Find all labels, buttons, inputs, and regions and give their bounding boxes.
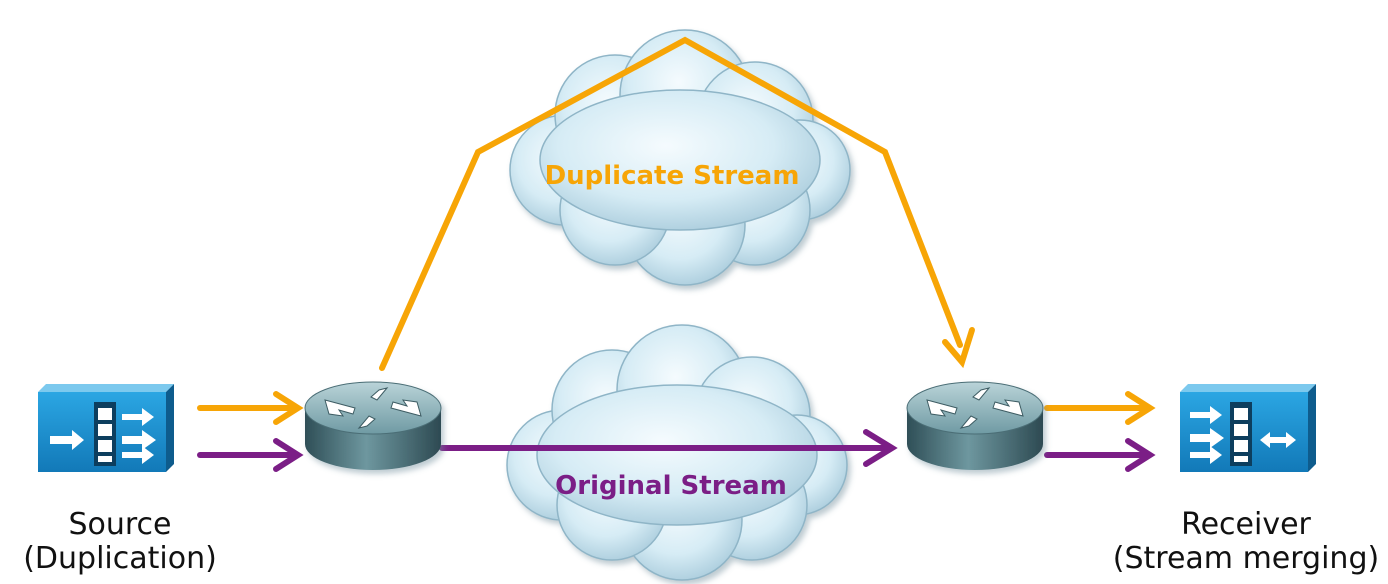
receiver-label: Receiver (Stream merging) xyxy=(1108,508,1384,576)
receiver-original-arrow xyxy=(1044,438,1156,472)
receiver-duplicate-arrow xyxy=(1044,391,1156,425)
source-duplicate-arrow xyxy=(197,391,304,425)
receiver-subtitle: (Stream merging) xyxy=(1112,541,1380,576)
receiver-title: Receiver xyxy=(1181,507,1311,542)
router-icon xyxy=(906,381,1044,471)
duplicate-cloud xyxy=(509,29,851,286)
original-stream-label: Original Stream xyxy=(555,471,787,501)
original-stream-path xyxy=(439,429,898,467)
video-merging-device-icon xyxy=(1180,384,1316,472)
video-duplication-device-icon xyxy=(38,384,174,472)
router-icon xyxy=(304,381,442,471)
source-title: Source xyxy=(68,507,172,542)
original-cloud xyxy=(506,324,848,581)
duplicate-stream-label: Duplicate Stream xyxy=(545,161,800,191)
source-original-arrow xyxy=(197,438,304,472)
source-label: Source (Duplication) xyxy=(0,508,240,576)
source-subtitle: (Duplication) xyxy=(23,541,217,576)
duplicate-stream-path xyxy=(379,36,975,371)
